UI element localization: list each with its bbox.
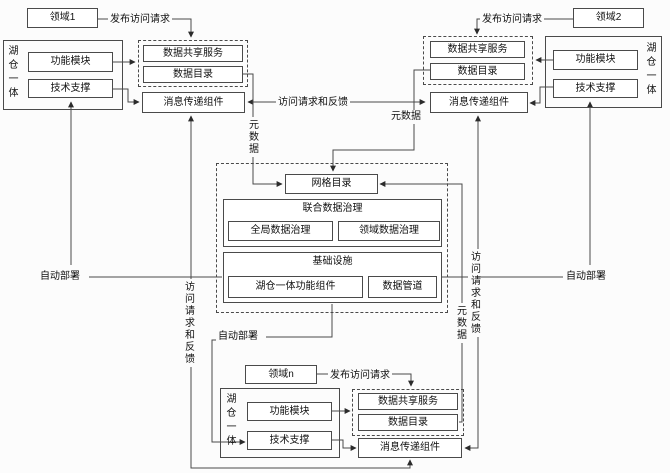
- data-pipeline-box: 数据管道: [368, 276, 437, 298]
- function-module-right: 功能模块: [553, 50, 638, 70]
- lakehouse-vertical-label-right: 湖仓一体: [644, 42, 655, 98]
- message-component-right: 消息传递组件: [430, 92, 528, 113]
- edge-feedback-right-messages: [464, 115, 481, 451]
- data-share-group-right: [423, 36, 533, 85]
- lakehouse-group-left: [3, 40, 123, 110]
- data-catalog-bottom: 数据目录: [358, 414, 458, 431]
- tech-support-left: 技术支撑: [28, 79, 113, 98]
- edge-infra-autodeploy-bottom: [266, 304, 333, 338]
- domain-governance-box: 领域数据治理: [338, 221, 440, 241]
- message-component-left: 消息传递组件: [142, 92, 245, 113]
- lakehouse-vertical-label-bottom: 湖仓一体: [224, 393, 235, 449]
- edge-techsupport-left-message: [113, 88, 140, 105]
- access-feedback-label-right: 访问请求和反馈: [468, 249, 480, 337]
- metadata-label-left: 元数据: [246, 117, 258, 157]
- auto-deploy-label-left: 自动部署: [38, 270, 82, 284]
- data-catalog-left: 数据目录: [143, 66, 243, 83]
- data-share-service-left: 数据共享服务: [143, 45, 243, 62]
- message-component-bottom: 消息传递组件: [358, 438, 462, 458]
- grid-catalog-box: 网格目录: [285, 174, 378, 194]
- infrastructure-label: 基础设施: [312, 256, 353, 267]
- edge-techsupport-bottom-message: [332, 439, 357, 451]
- domain2-box: 领域2: [573, 8, 644, 28]
- data-catalog-right: 数据目录: [430, 63, 525, 80]
- global-governance-box: 全局数据治理: [228, 221, 333, 241]
- lakehouse-group-right: [545, 36, 662, 108]
- metadata-label-topright: 元数据: [389, 110, 423, 124]
- data-share-service-right: 数据共享服务: [430, 41, 525, 58]
- auto-deploy-label-bottom: 自动部署: [216, 330, 260, 344]
- auto-deploy-label-right: 自动部署: [564, 270, 608, 284]
- data-share-service-bottom: 数据共享服务: [358, 393, 458, 410]
- publish-request-label-right: 发布访问请求: [480, 13, 544, 27]
- tech-support-right: 技术支撑: [553, 79, 638, 98]
- lakehouse-components-box: 湖仓一体功能组件: [228, 276, 363, 298]
- edge-techsupport-right-message: [529, 86, 553, 106]
- domain-n-box: 领域n: [245, 365, 317, 384]
- federated-governance-label: 联合数据治理: [302, 203, 363, 214]
- domain-n-label: 领域n: [268, 368, 294, 380]
- data-share-group-left: [138, 40, 248, 87]
- domain1-box: 领域1: [27, 8, 98, 28]
- domain1-label: 领域1: [49, 12, 76, 23]
- edge-autodeploy-bottom-techsupport: [211, 339, 246, 445]
- lakehouse-vertical-label-left: 湖仓一体: [6, 45, 17, 101]
- metadata-label-right: 元数据: [454, 303, 466, 343]
- function-module-bottom: 功能模块: [247, 402, 332, 421]
- function-module-left: 功能模块: [28, 52, 113, 72]
- access-feedback-label-left: 访问请求和反馈: [182, 279, 194, 367]
- tech-support-bottom: 技术支撑: [247, 431, 332, 450]
- publish-request-label-bottom: 发布访问请求: [328, 369, 392, 383]
- domain2-label: 领域2: [595, 12, 622, 23]
- access-feedback-label-top: 访问请求和反馈: [276, 96, 350, 110]
- publish-request-label-left: 发布访问请求: [108, 13, 172, 27]
